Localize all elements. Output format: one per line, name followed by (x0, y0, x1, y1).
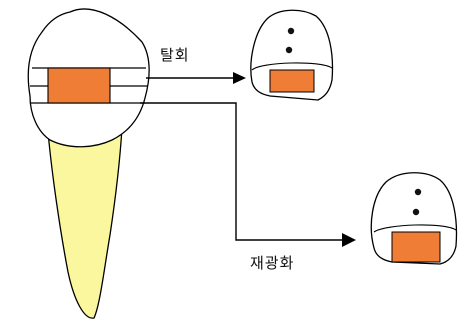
demineralization-label: 탈회 (160, 44, 190, 65)
lower-arrow-head (342, 233, 356, 247)
remineralization-label: 재광화 (250, 252, 294, 273)
lower-arrow-line (140, 103, 342, 240)
remineralized-sample-icon (371, 173, 456, 264)
sample-block (48, 68, 110, 103)
upper-arrow-head (233, 72, 246, 84)
tooth-root (48, 128, 122, 318)
demineralized-sample-icon (251, 10, 333, 100)
